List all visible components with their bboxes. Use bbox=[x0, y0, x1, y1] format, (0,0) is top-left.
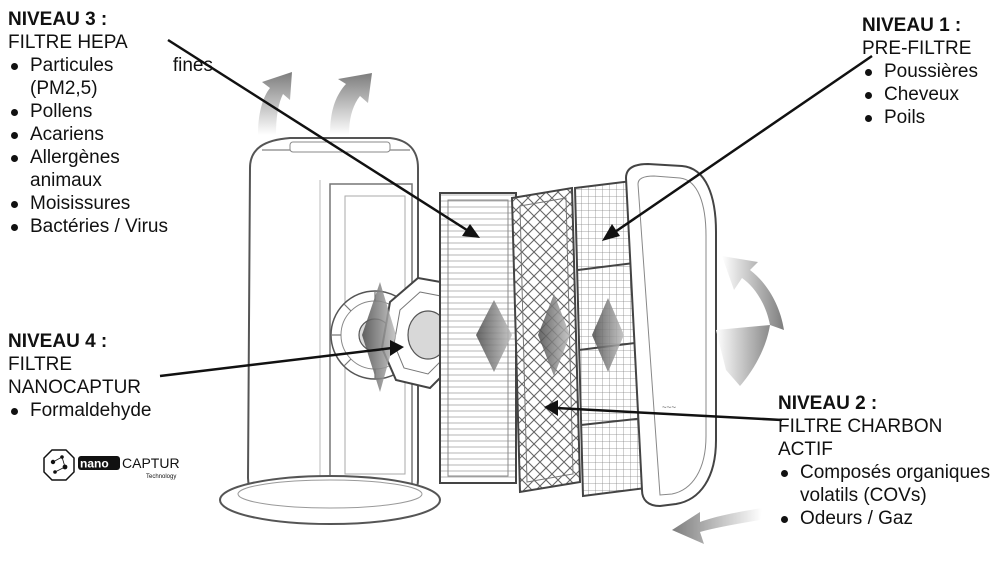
list-item: Composés organiques volatils (COVs) bbox=[778, 461, 1000, 507]
level-4-label: NIVEAU 4 : FILTRE NANOCAPTUR Formaldehyd… bbox=[8, 330, 168, 422]
list-item: Allergènes animaux bbox=[8, 146, 160, 192]
callout-line-nanocaptur bbox=[159, 340, 404, 378]
level-4-title: NIVEAU 4 : bbox=[8, 331, 108, 352]
list-item: Poils bbox=[862, 106, 1002, 129]
level-3-subtitle: FILTRE HEPA bbox=[8, 32, 128, 53]
inflow-arrow-side bbox=[716, 256, 784, 386]
level-4-list: Formaldehyde bbox=[8, 399, 168, 422]
level-3-title: NIVEAU 3 : bbox=[8, 9, 108, 30]
list-item: Formaldehyde bbox=[8, 399, 168, 422]
level-3-label: NIVEAU 3 : FILTRE HEPA Particules fines … bbox=[8, 8, 213, 238]
logo-tagline: Technology bbox=[146, 474, 176, 480]
list-item: Poussières bbox=[862, 60, 1002, 83]
level-2-label: NIVEAU 2 : FILTRE CHARBON ACTIF Composés… bbox=[778, 392, 1002, 530]
list-item: Particules fines (PM2,5) bbox=[8, 54, 213, 100]
level-2-title: NIVEAU 2 : bbox=[778, 393, 878, 414]
level-2-subtitle: FILTRE CHARBON ACTIF bbox=[778, 416, 943, 460]
logo-brand-suffix: CAPTUR bbox=[122, 455, 180, 471]
callout-line-carbon bbox=[544, 400, 783, 422]
level-4-subtitle: FILTRE NANOCAPTUR bbox=[8, 354, 142, 398]
front-cover: ~~~ bbox=[624, 162, 717, 508]
level-1-list: Poussières Cheveux Poils bbox=[862, 60, 1002, 129]
list-item: Moisissures bbox=[8, 192, 213, 215]
level-2-list: Composés organiques volatils (COVs) Odeu… bbox=[778, 461, 1002, 530]
inflow-arrow-bottom bbox=[672, 508, 762, 544]
logo-brand-prefix: nano bbox=[80, 457, 109, 471]
list-item: Acariens bbox=[8, 123, 213, 146]
outflow-arrow-right bbox=[330, 73, 372, 135]
level-1-subtitle: PRE-FILTRE bbox=[862, 38, 972, 59]
list-item: Odeurs / Gaz bbox=[778, 507, 1002, 530]
list-item: Cheveux bbox=[862, 83, 1002, 106]
list-item: Bactéries / Virus bbox=[8, 215, 213, 238]
list-item: Pollens bbox=[8, 100, 213, 123]
airflow-diamonds bbox=[362, 282, 624, 392]
nanocaptur-logo: nano CAPTUR Technology bbox=[42, 448, 192, 484]
level-1-title: NIVEAU 1 : bbox=[862, 15, 962, 36]
nanocaptur-logo-mark: nano CAPTUR Technology bbox=[43, 449, 180, 481]
callout-line-prefilter bbox=[602, 54, 873, 241]
level-1-label: NIVEAU 1 : PRE-FILTRE Poussières Cheveux… bbox=[862, 14, 1002, 129]
svg-text:~~~: ~~~ bbox=[662, 403, 676, 412]
callout-line-hepa bbox=[167, 38, 480, 238]
level-3-list: Particules fines (PM2,5) Pollens Acarien… bbox=[8, 54, 213, 238]
outflow-arrow-left bbox=[258, 72, 292, 135]
